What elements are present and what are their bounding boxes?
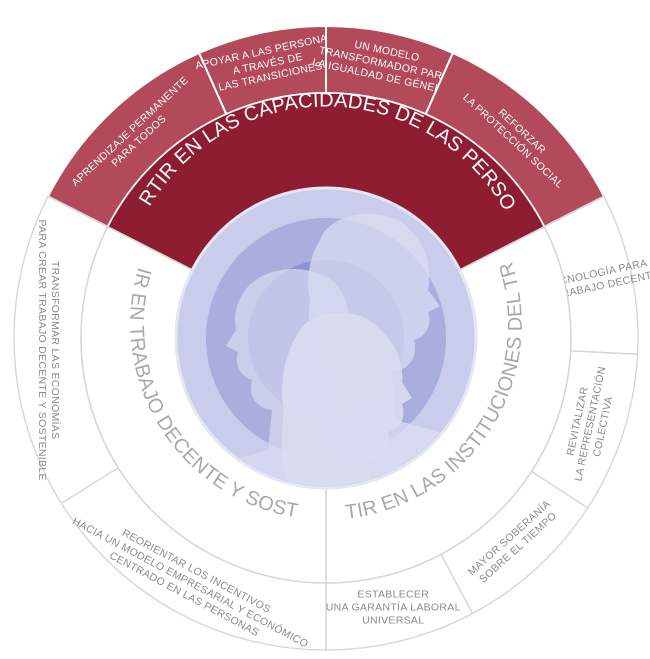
segment-label-line: UNA GARANTÍA LABORAL	[326, 601, 461, 614]
segment-economias-label: TRANSFORMAR LAS ECONOMÍASPARA CREAR TRAB…	[36, 220, 62, 481]
segment-label-line: ESTABLECER	[357, 589, 429, 601]
people-silhouettes-icon	[200, 213, 470, 486]
segment-label-line: UNIVERSAL	[362, 615, 424, 627]
segment-genero: UN MODELOTRANSFORMADOR PARALA IGUALDAD D…	[311, 24, 455, 116]
segment-label-line: PARA CREAR TRABAJO DECENTE Y SOSTENIBLE	[36, 220, 48, 481]
segment-transiciones: APOYAR A LAS PERSONASA TRAVÉS DELAS TRAN…	[194, 24, 336, 116]
segment-label-line: TRANSFORMAR LAS ECONOMÍAS	[49, 261, 62, 439]
center-disc	[174, 186, 478, 490]
pillar-rings	[80, 92, 572, 584]
segment-representacion: REVITALIZARLA REPRESENTACIÓNCOLECTIVA	[530, 350, 639, 509]
segment-economias: TRANSFORMAR LAS ECONOMÍASPARA CREAR TRAB…	[13, 195, 120, 505]
